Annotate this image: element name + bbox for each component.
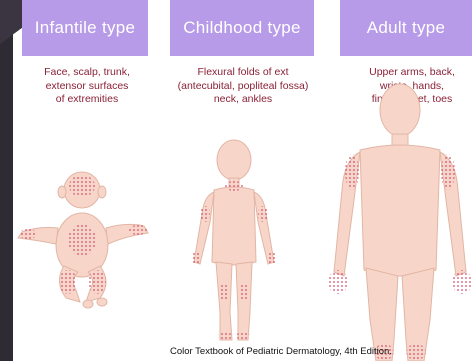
child-head xyxy=(217,140,251,180)
adult-figure xyxy=(334,84,466,361)
child-torso xyxy=(212,187,256,265)
adult-torso xyxy=(360,145,440,276)
source-caption: Color Textbook of Pediatric Dermatology,… xyxy=(170,346,392,357)
child-figure xyxy=(194,140,274,340)
child-leg-left xyxy=(216,262,232,340)
adult-head xyxy=(380,84,420,136)
child-leg-right xyxy=(236,262,252,340)
